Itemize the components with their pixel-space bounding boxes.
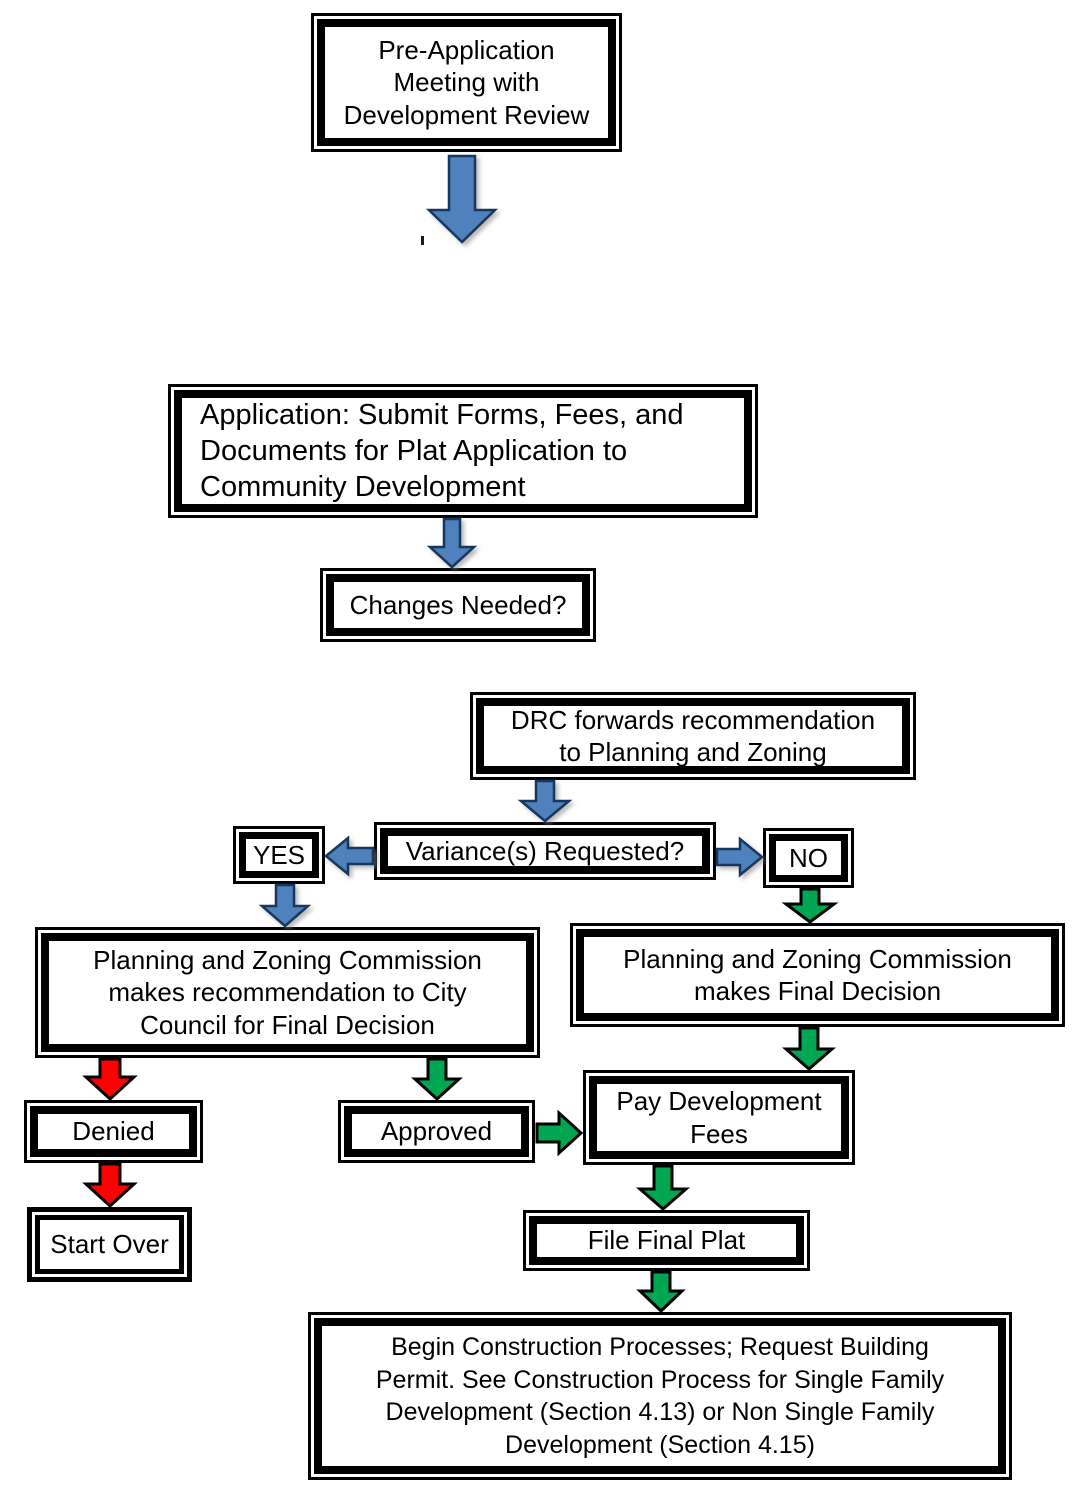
node-start-over-label: Start Over xyxy=(50,1229,169,1260)
node-changes-needed-frame: Changes Needed? xyxy=(326,574,590,636)
node-pay-development-fees: Pay Development Fees xyxy=(583,1070,855,1165)
node-approved: Approved xyxy=(338,1100,535,1163)
node-pay-development-fees-frame: Pay Development Fees xyxy=(589,1076,849,1159)
node-variance-requested: Variance(s) Requested? xyxy=(374,822,716,880)
node-variance-requested-label: Variance(s) Requested? xyxy=(405,835,685,866)
node-denied-frame: Denied xyxy=(30,1106,197,1157)
node-pre-application-meeting: Pre-Application Meeting with Development… xyxy=(311,13,622,152)
stray-mark xyxy=(421,236,424,245)
arrow-pay-fees-to-file-final-plat xyxy=(635,1164,691,1211)
arrow-file-final-plat-to-begin-construction xyxy=(636,1270,686,1314)
arrow-denied-to-start-over xyxy=(82,1162,138,1209)
arrow-variance-to-yes xyxy=(324,835,375,877)
node-denied-label: Denied xyxy=(72,1116,155,1147)
node-drc-forwards-label: DRC forwards recommendation to Planning … xyxy=(510,704,876,768)
node-begin-construction-frame: Begin Construction Processes; Request Bu… xyxy=(314,1318,1006,1474)
node-start-over: Start Over xyxy=(27,1207,192,1282)
arrow-pz-recommendation-to-denied xyxy=(82,1057,138,1102)
node-changes-needed-label: Changes Needed? xyxy=(349,589,567,620)
node-drc-forwards-frame: DRC forwards recommendation to Planning … xyxy=(476,698,910,774)
node-pz-final-decision-frame: Planning and Zoning Commission makes Fin… xyxy=(576,929,1059,1021)
node-no: NO xyxy=(763,828,854,888)
node-pz-final-decision-label: Planning and Zoning Commission makes Fin… xyxy=(623,943,1012,1007)
node-application-submit-label: Application: Submit Forms, Fees, and Doc… xyxy=(200,398,684,504)
node-no-frame: NO xyxy=(769,834,848,882)
node-drc-forwards: DRC forwards recommendation to Planning … xyxy=(470,692,916,780)
arrow-no-to-pz-final xyxy=(781,887,839,924)
arrow-pz-recommendation-to-approved xyxy=(411,1057,463,1102)
node-file-final-plat-label: File Final Plat xyxy=(587,1225,746,1256)
arrow-yes-to-pz-recommendation xyxy=(258,883,312,928)
arrow-pz-final-to-pay-fees xyxy=(781,1026,837,1071)
node-yes: YES xyxy=(233,826,325,884)
node-pz-recommendation: Planning and Zoning Commission makes rec… xyxy=(35,927,540,1058)
node-yes-label: YES xyxy=(252,839,306,870)
arrow-pre-application-to-application xyxy=(425,154,499,244)
arrow-variance-to-no xyxy=(715,836,764,878)
node-approved-frame: Approved xyxy=(344,1106,529,1157)
node-file-final-plat: File Final Plat xyxy=(523,1210,810,1271)
node-start-over-frame: Start Over xyxy=(35,1215,184,1274)
node-pz-final-decision: Planning and Zoning Commission makes Fin… xyxy=(570,923,1065,1027)
node-pay-development-fees-label: Pay Development Fees xyxy=(616,1086,822,1149)
node-pz-recommendation-label: Planning and Zoning Commission makes rec… xyxy=(93,944,482,1040)
arrow-application-to-changes-needed xyxy=(426,517,478,569)
node-pre-application-meeting-label: Pre-Application Meeting with Development… xyxy=(343,34,590,130)
node-pre-application-meeting-frame: Pre-Application Meeting with Development… xyxy=(317,19,616,146)
node-pz-recommendation-frame: Planning and Zoning Commission makes rec… xyxy=(41,933,534,1052)
node-changes-needed: Changes Needed? xyxy=(320,568,596,642)
arrow-approved-to-pay-fees xyxy=(535,1109,584,1157)
node-application-submit: Application: Submit Forms, Fees, and Doc… xyxy=(168,384,758,518)
node-denied: Denied xyxy=(24,1100,203,1163)
node-variance-requested-frame: Variance(s) Requested? xyxy=(380,828,710,874)
node-application-submit-frame: Application: Submit Forms, Fees, and Doc… xyxy=(174,390,752,512)
node-approved-label: Approved xyxy=(380,1116,493,1147)
node-begin-construction-label: Begin Construction Processes; Request Bu… xyxy=(375,1333,945,1459)
node-yes-frame: YES xyxy=(239,832,319,878)
node-begin-construction: Begin Construction Processes; Request Bu… xyxy=(308,1312,1012,1480)
node-no-label: NO xyxy=(789,842,828,873)
arrow-drc-to-variance xyxy=(517,779,573,823)
node-file-final-plat-frame: File Final Plat xyxy=(529,1216,804,1265)
